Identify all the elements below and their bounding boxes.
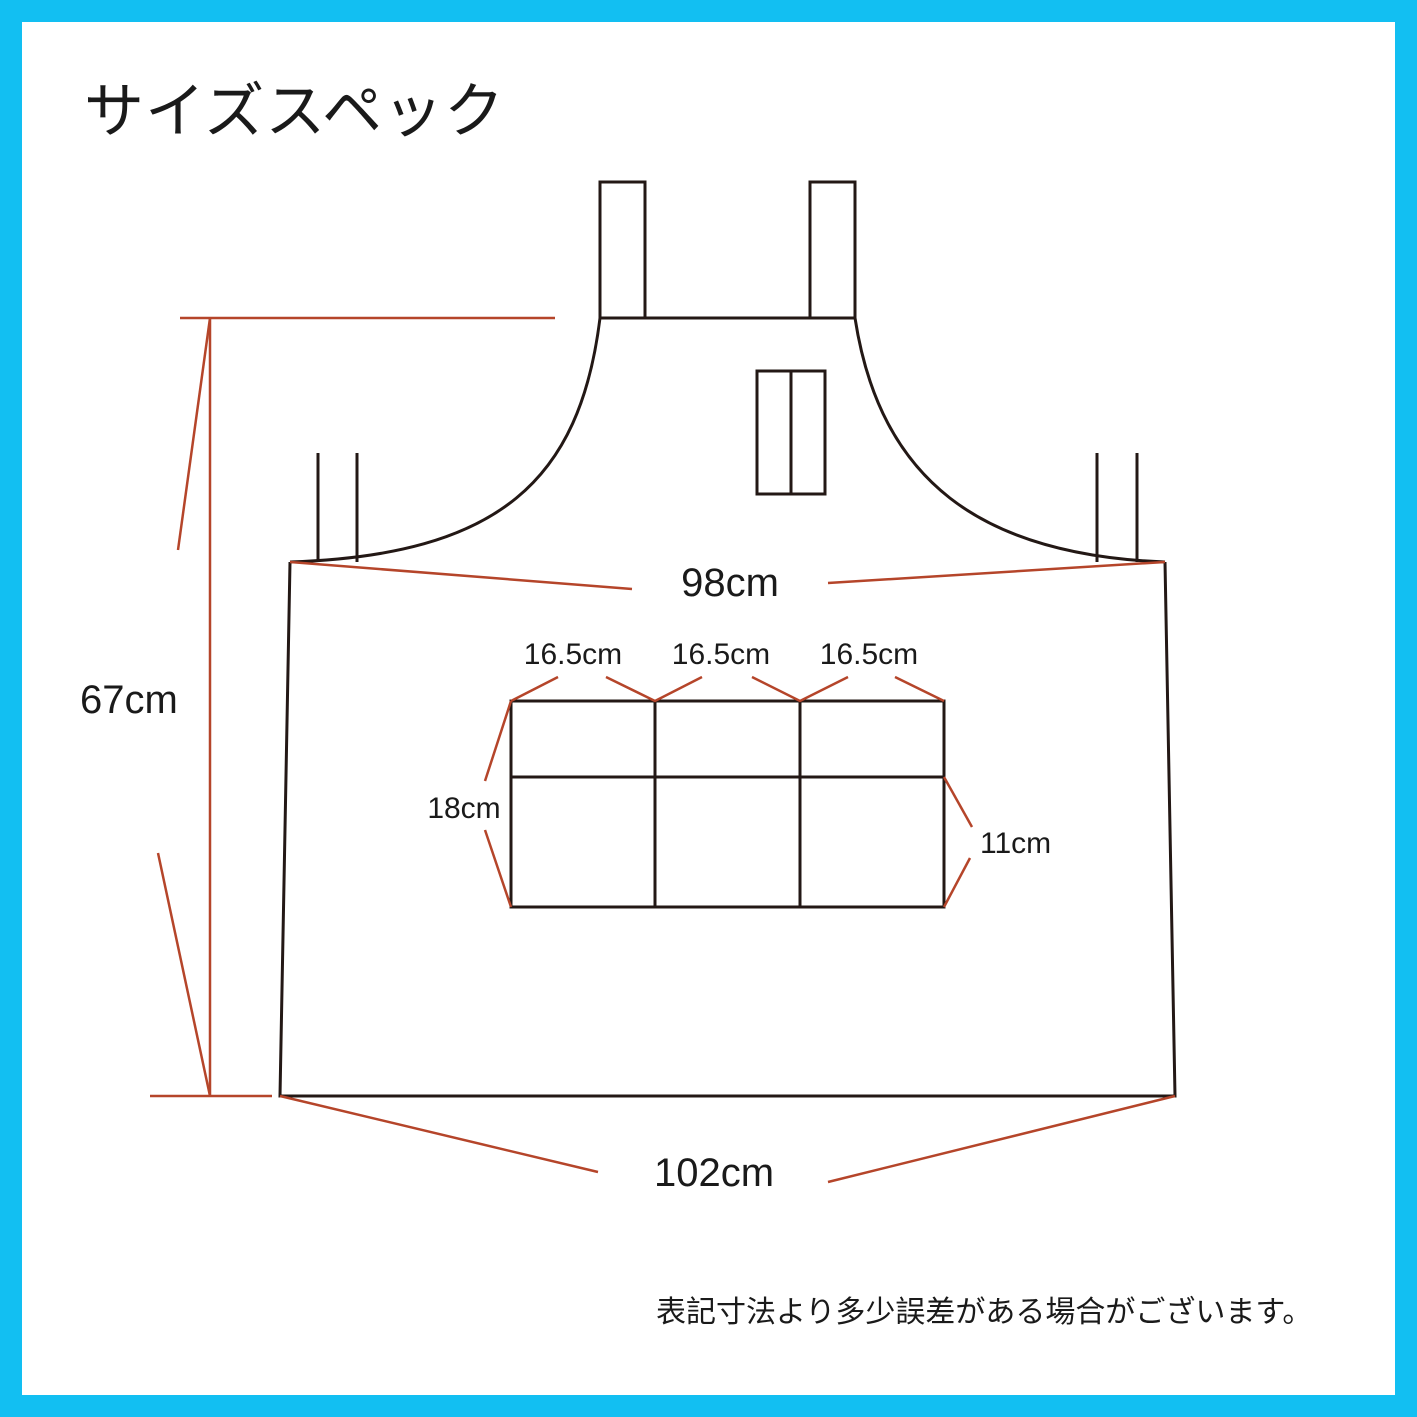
pocket-width-3-label: 16.5cm <box>820 638 918 671</box>
bottom-width-left <box>279 1094 599 1174</box>
left-neck-strap <box>598 180 647 320</box>
top-width-left <box>289 560 633 591</box>
pocket-1-2-join <box>605 675 703 703</box>
tolerance-note: 表記寸法より多少誤差がある場合がございます。 <box>656 1295 1313 1330</box>
height-label: 67cm <box>80 678 178 722</box>
right-neck-strap <box>808 180 857 320</box>
bottom-width-right <box>827 1094 1176 1184</box>
top-width-right <box>827 560 1166 585</box>
pocket-lower-bottom <box>942 857 972 908</box>
pocket-height-label: 18cm <box>427 792 500 825</box>
dimension-lines <box>150 316 1176 1184</box>
pocket-width-1-label: 16.5cm <box>524 638 622 671</box>
front-pocket <box>509 699 946 909</box>
page-title: サイズスペック <box>84 77 505 147</box>
bib-right-curve <box>853 317 1166 564</box>
pocket-lower-top <box>942 776 974 828</box>
apron-body <box>278 561 1177 1098</box>
pocket-1-left <box>510 675 559 703</box>
pocket-width-2-label: 16.5cm <box>672 638 770 671</box>
pocket-lower-height-label: 11cm <box>980 827 1051 860</box>
height-bracket-bottom <box>156 852 212 1097</box>
bib-left-curve <box>289 317 602 564</box>
pocket-2-3-join <box>751 675 849 703</box>
pocket-height-bottom <box>483 829 513 908</box>
height-bracket-top <box>176 317 212 551</box>
top-width-label: 98cm <box>681 561 779 605</box>
pocket-3-right <box>894 675 945 703</box>
apron-outline <box>278 180 1177 1098</box>
bottom-width-label: 102cm <box>654 1151 774 1195</box>
pocket-height-top <box>483 700 513 782</box>
